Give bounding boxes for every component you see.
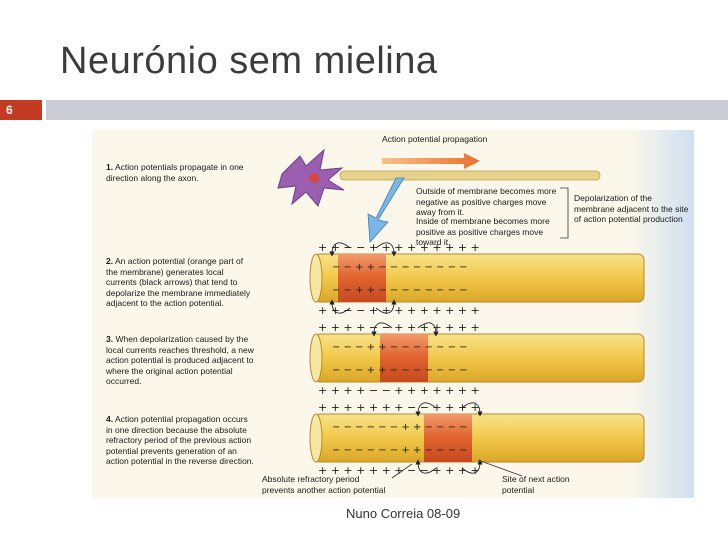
step-4-text: 4. Action potential propagation occurs i…: [106, 414, 254, 466]
svg-text:− − − + + − − − − − −: − − − + + − − − − − − −: [332, 365, 468, 376]
svg-text:+ + + + − − + + + + +: + + + + − − + + + + + + +: [318, 321, 480, 334]
axon-segment-step-4: + + + + + + + − − + + + + − − − − − − + …: [309, 401, 645, 479]
axon-segment-step-2: + + − − + + + + + + + + + − − + + − − − …: [309, 241, 645, 317]
callout-outside-membrane: Outside of membrane becomes more negativ…: [416, 186, 557, 217]
svg-text:− − + + − − − − − − −: − − + + − − − − − − − −: [332, 262, 468, 273]
svg-text:− − − − − − + + − − −: − − − − − − + + − − − −: [332, 422, 468, 433]
step-3-text: 3. When depolarization caused by the loc…: [106, 334, 254, 386]
svg-text:− − − − − − + + − − −: − − − − − − + + − − − −: [332, 445, 468, 456]
label-next-site: Site of next action potential: [502, 474, 570, 495]
svg-text:+ + − − + + + + + + +: + + − − + + + + + + + + +: [318, 304, 480, 317]
step-1-text: 1. Action potentials propagate in one di…: [106, 162, 244, 183]
figure-drawing: + + − − + + + + + + + + + − − + + − − − …: [277, 148, 645, 479]
local-current-arrows: [329, 242, 483, 474]
axon-segment-step-3: + + + + − − + + + + + + + − − − + + − − …: [309, 321, 645, 397]
title-accent-bar: [46, 100, 728, 120]
svg-text:+ + + + − − + + + + +: + + + + − − + + + + + + +: [318, 384, 480, 397]
svg-text:+ + + + + + + − − + +: + + + + + + + − − + + + +: [318, 401, 480, 414]
svg-text:+ + + + + + + − − + +: + + + + + + + − − + + + +: [318, 464, 480, 477]
svg-text:− − + + − − − − − − −: − − + + − − − − − − − −: [332, 285, 468, 296]
action-potential-figure: 1. Action potentials propagate in one di…: [92, 130, 694, 498]
slide-footer: Nuno Correia 08-09: [346, 506, 461, 521]
svg-text:− − − + + − − − − − −: − − − + + − − − − − − −: [332, 342, 468, 353]
callout-inside-membrane: Inside of membrane becomes more positive…: [416, 216, 550, 247]
propagation-arrow: [382, 153, 480, 169]
zoom-arrow: [367, 177, 405, 243]
callout-depolarization: Depolarization of the membrane adjacent …: [574, 193, 689, 224]
propagation-label: Action potential propagation: [382, 134, 488, 144]
slide-title: Neurónio sem mielina: [60, 40, 438, 82]
slide-number: 6: [0, 100, 42, 120]
svg-text:+ + − − + + + + + + +: + + − − + + + + + + + + +: [318, 241, 480, 254]
neuron-cell-body: [277, 148, 345, 207]
label-refractory-period: Absolute refractory period prevents anot…: [262, 474, 386, 495]
step-2-text: 2. An action potential (orange part of t…: [106, 256, 251, 308]
neuron-axon: [339, 170, 601, 181]
